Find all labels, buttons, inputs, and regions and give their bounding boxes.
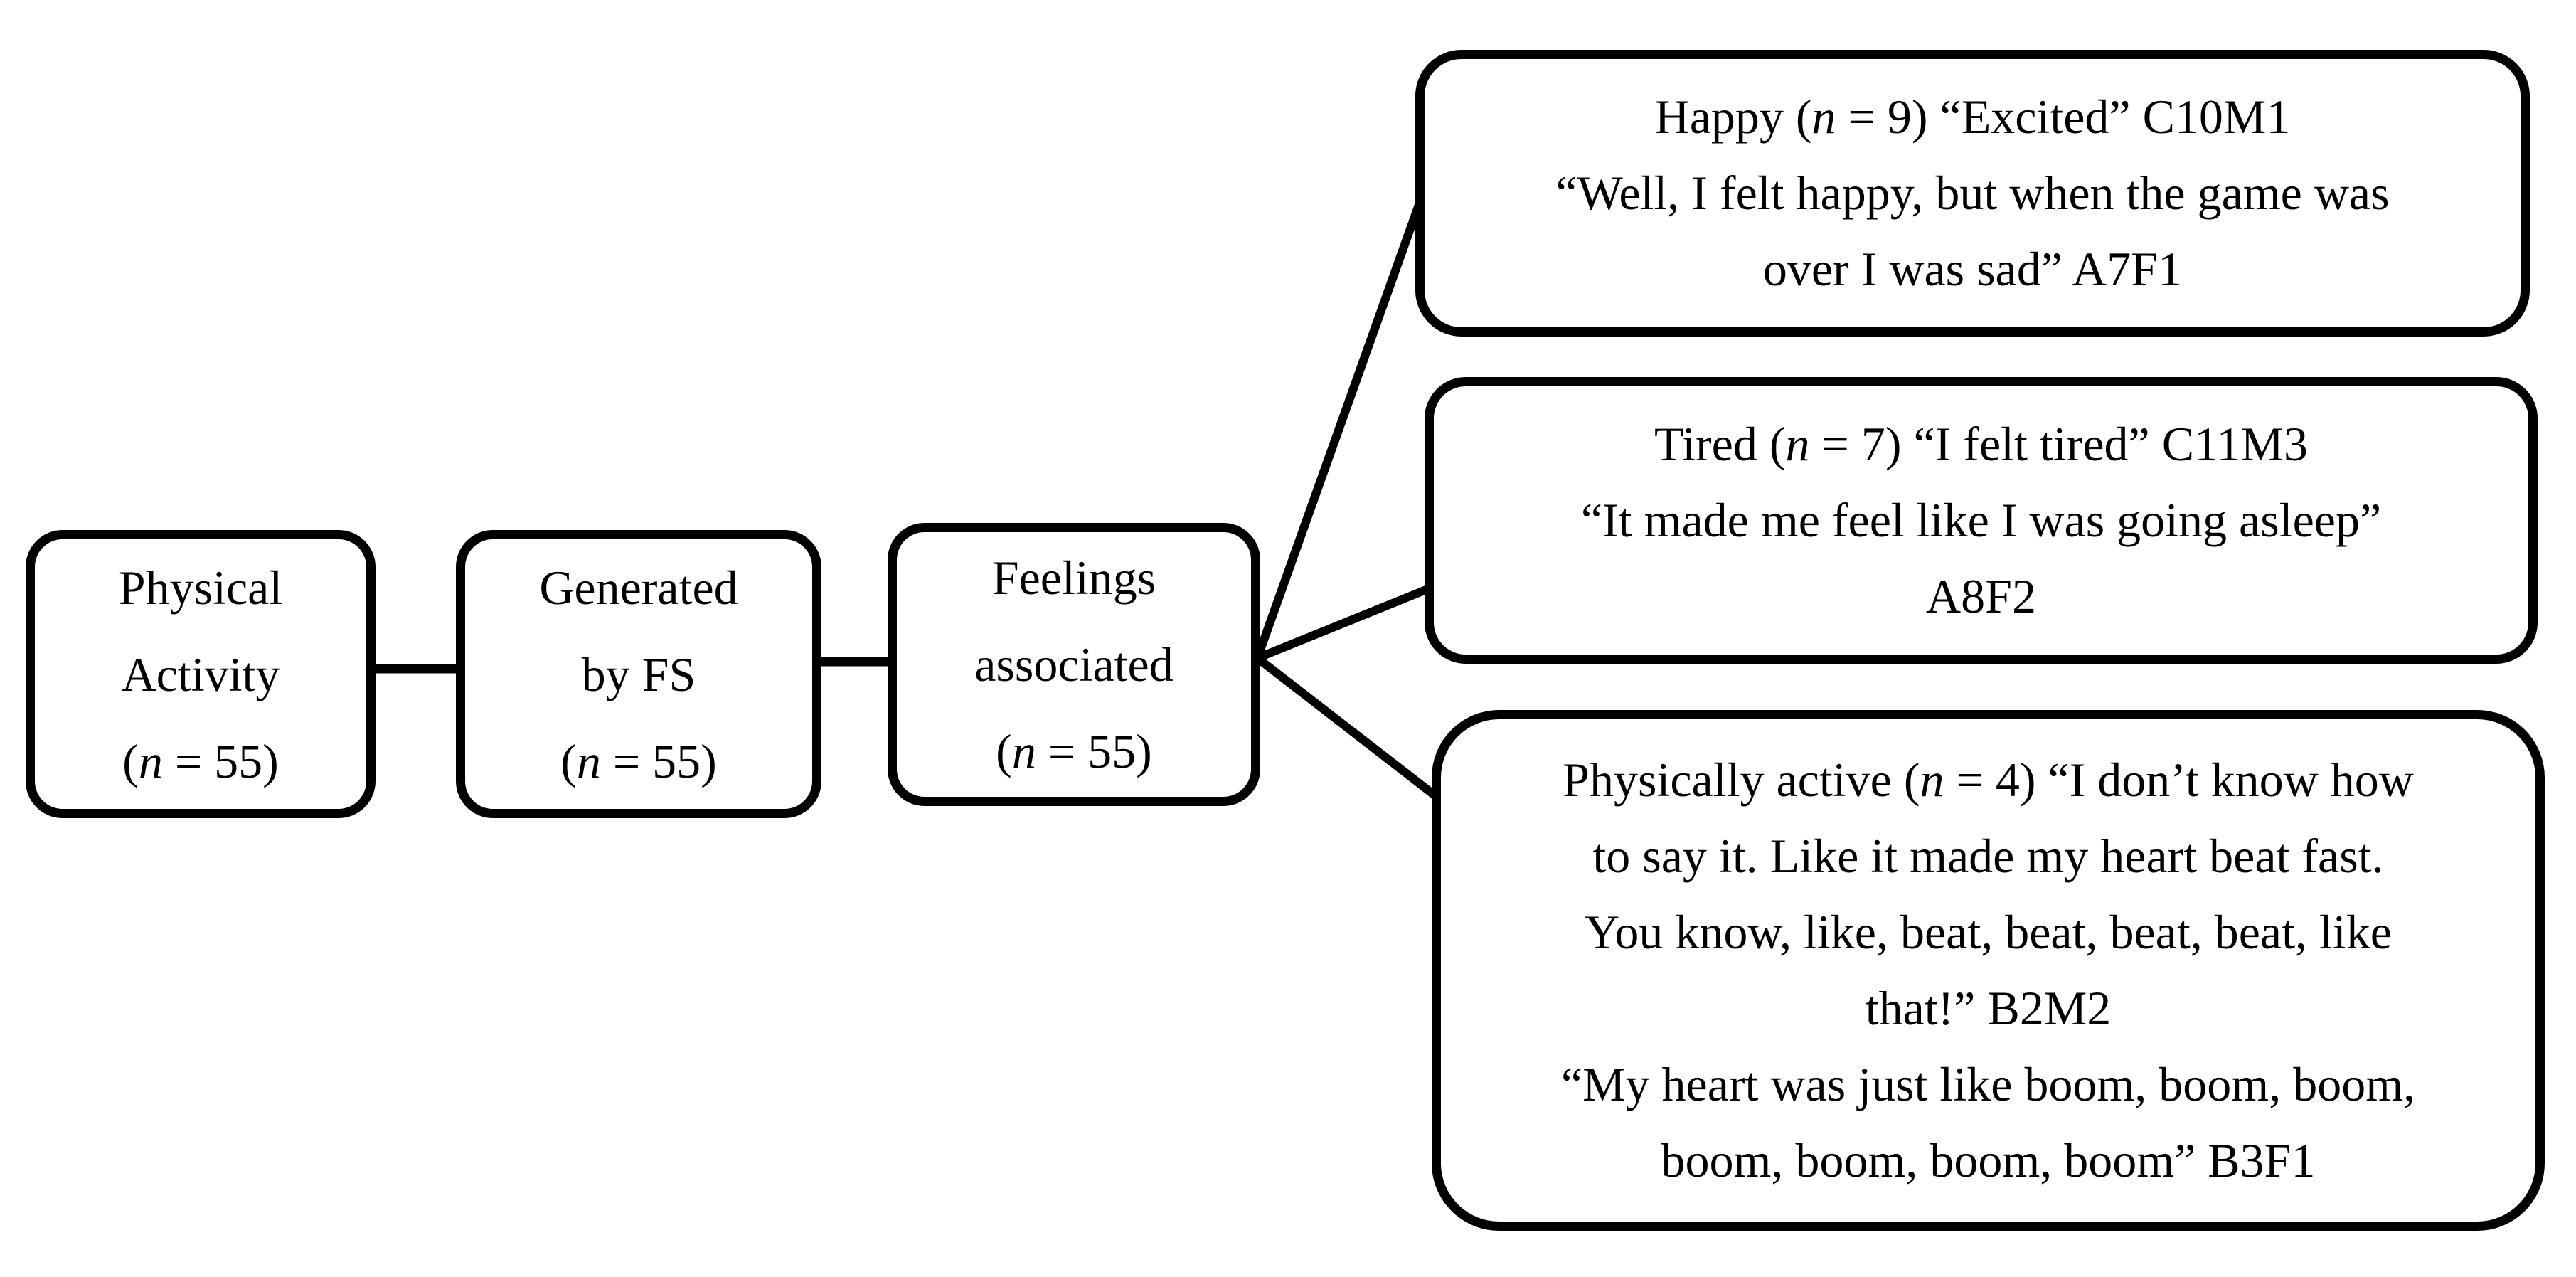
text-segment: ( xyxy=(560,733,577,788)
text-segment: A8F2 xyxy=(1926,569,2036,623)
edge-feelings-associated-to-tired xyxy=(1255,584,1432,662)
text-segment: that!” B2M2 xyxy=(1865,981,2112,1035)
text-line: by FS xyxy=(465,631,812,718)
text-line: Happy (n = 9) “Excited” C10M1 xyxy=(1425,79,2521,155)
text-line: (n = 55) xyxy=(35,718,366,805)
node-physically-active-quote: Physically active (n = 4) “I don’t know … xyxy=(1432,710,2545,1231)
text-segment: “Well, I felt happy, but when the game w… xyxy=(1555,166,2390,220)
text-line: Activity xyxy=(35,631,366,718)
edge-feelings-associated-to-physically-active xyxy=(1255,655,1439,800)
text-segment: “My heart was just like boom, boom, boom… xyxy=(1560,1057,2416,1111)
text-segment: = 9) “Excited” C10M1 xyxy=(1836,90,2291,144)
text-line: Tired (n = 7) “I felt tired” C11M3 xyxy=(1434,406,2528,482)
italic-n-text: n xyxy=(1785,417,1810,471)
text-line: “Well, I felt happy, but when the game w… xyxy=(1425,155,2521,231)
text-segment: Happy ( xyxy=(1654,90,1812,144)
italic-n-text: n xyxy=(138,733,163,788)
italic-n-text: n xyxy=(1011,724,1036,778)
text-segment: Physical xyxy=(118,560,283,615)
text-segment: Tired ( xyxy=(1654,417,1786,471)
text-line: boom, boom, boom, boom” B3F1 xyxy=(1441,1123,2535,1199)
italic-n-text: n xyxy=(576,733,601,788)
text-line: (n = 55) xyxy=(465,718,812,805)
text-line: Generated xyxy=(465,544,812,631)
text-segment: You know, like, beat, beat, beat, beat, … xyxy=(1585,905,2392,959)
italic-n-text: n xyxy=(1920,753,1944,807)
text-line: over I was sad” A7F1 xyxy=(1425,231,2521,307)
node-happy-quote: Happy (n = 9) “Excited” C10M1 “Well, I fe… xyxy=(1415,50,2530,337)
italic-n-text: n xyxy=(1811,90,1836,144)
text-line: to say it. Like it made my heart beat fa… xyxy=(1441,818,2535,894)
text-segment: over I was sad” A7F1 xyxy=(1762,242,2183,296)
text-segment: to say it. Like it made my heart beat fa… xyxy=(1592,829,2384,883)
text-segment: Physically active ( xyxy=(1563,753,1920,807)
node-feelings-associated: Feelings associated (n = 55) xyxy=(888,523,1260,806)
text-line: “It made me feel like I was going asleep… xyxy=(1434,482,2528,558)
text-segment: ( xyxy=(996,724,1012,778)
text-line: that!” B2M2 xyxy=(1441,970,2535,1046)
text-segment: = 7) “I felt tired” C11M3 xyxy=(1809,417,2309,471)
text-segment: = 55) xyxy=(162,733,279,788)
text-line: associated xyxy=(897,621,1251,708)
text-line: Physical xyxy=(35,544,366,631)
text-line: A8F2 xyxy=(1434,558,2528,635)
text-line: “My heart was just like boom, boom, boom… xyxy=(1441,1046,2535,1123)
text-segment: ( xyxy=(122,733,139,788)
text-segment: by FS xyxy=(581,647,696,701)
node-tired-quote: Tired (n = 7) “I felt tired” C11M3 “It ma… xyxy=(1425,377,2538,664)
text-segment: associated xyxy=(974,637,1173,692)
text-line: Feelings xyxy=(897,534,1251,621)
text-segment: boom, boom, boom, boom” B3F1 xyxy=(1661,1133,2316,1187)
edge-feelings-associated-to-happy xyxy=(1253,201,1424,660)
text-segment: = 55) xyxy=(1036,724,1152,778)
text-line: (n = 55) xyxy=(897,708,1251,795)
text-segment: Generated xyxy=(539,560,738,615)
text-segment: Activity xyxy=(121,647,280,701)
text-line: You know, like, beat, beat, beat, beat, … xyxy=(1441,894,2535,970)
text-segment: = 4) “I don’t know how xyxy=(1944,753,2414,807)
text-segment: = 55) xyxy=(600,733,717,788)
text-line: Physically active (n = 4) “I don’t know … xyxy=(1441,742,2535,818)
text-segment: Feelings xyxy=(991,551,1156,605)
text-segment: “It made me feel like I was going asleep… xyxy=(1580,493,2382,547)
